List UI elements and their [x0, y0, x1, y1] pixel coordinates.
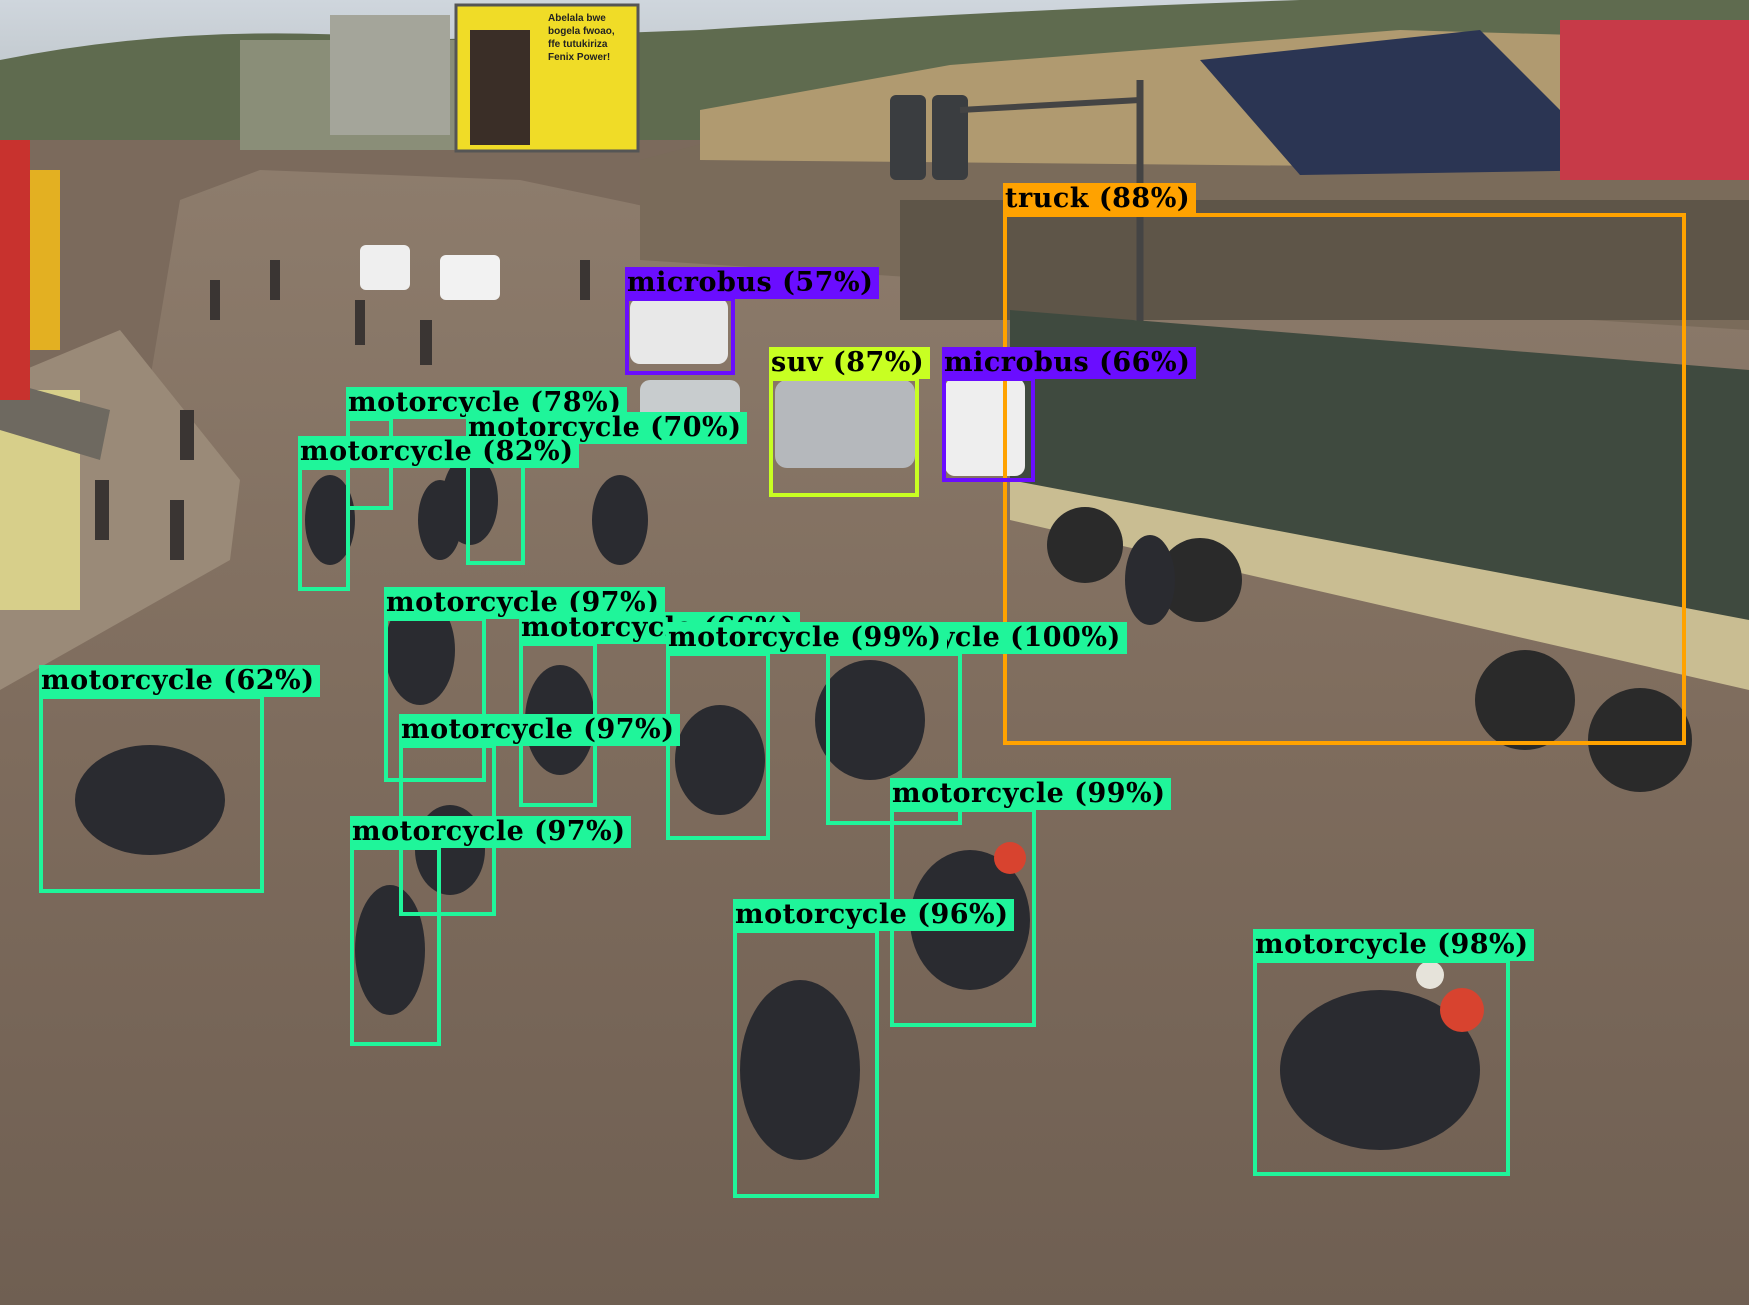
detection-box-truck: truck (88%) [1003, 183, 1686, 745]
detection-label: motorcycle (97%) [350, 816, 632, 848]
detection-label: truck (88%) [1003, 183, 1197, 215]
detection-label: motorcycle (97%) [399, 714, 681, 746]
detection-box-motorcycle: motorcycle (97%) [350, 816, 632, 1046]
detection-label: microbus (57%) [625, 267, 880, 299]
billboard-line: Fenix Power! [548, 52, 611, 63]
detection-box-motorcycle: motorcycle (100%) [826, 622, 1127, 825]
detection-box-motorcycle: motorcycle (99%) [666, 622, 948, 840]
detection-box-motorcycle: motorcycle (96%) [733, 899, 1015, 1198]
detection-box-microbus: microbus (66%) [942, 347, 1197, 482]
detection-box-motorcycle: motorcycle (99%) [890, 778, 1172, 1027]
detection-box-motorcycle: motorcycle (98%) [1253, 929, 1535, 1176]
detection-box-motorcycle: motorcycle (82%) [298, 436, 580, 591]
detection-label: motorcycle (99%) [890, 778, 1172, 810]
billboard-line: ffe tutukiriza [548, 39, 608, 50]
detection-box-suv: suv (87%) [769, 347, 931, 497]
detection-box-microbus: microbus (57%) [625, 267, 880, 375]
detection-label: motorcycle (99%) [666, 622, 948, 654]
billboard-line: bogela fwoao, [548, 26, 615, 37]
detection-label: suv (87%) [769, 347, 931, 379]
billboard-line: Abelala bwe [548, 13, 606, 24]
detection-box-motorcycle: motorcycle (62%) [39, 665, 321, 893]
detection-label: motorcycle (96%) [733, 899, 1015, 931]
detection-label: motorcycle (100%) [826, 622, 1127, 654]
billboard-text: Abelala bwe bogela fwoao, ffe tutukiriza… [548, 12, 636, 64]
detection-label: microbus (66%) [942, 347, 1197, 379]
detection-label: motorcycle (62%) [39, 665, 321, 697]
detection-label: motorcycle (98%) [1253, 929, 1535, 961]
detection-label: motorcycle (82%) [298, 436, 580, 468]
